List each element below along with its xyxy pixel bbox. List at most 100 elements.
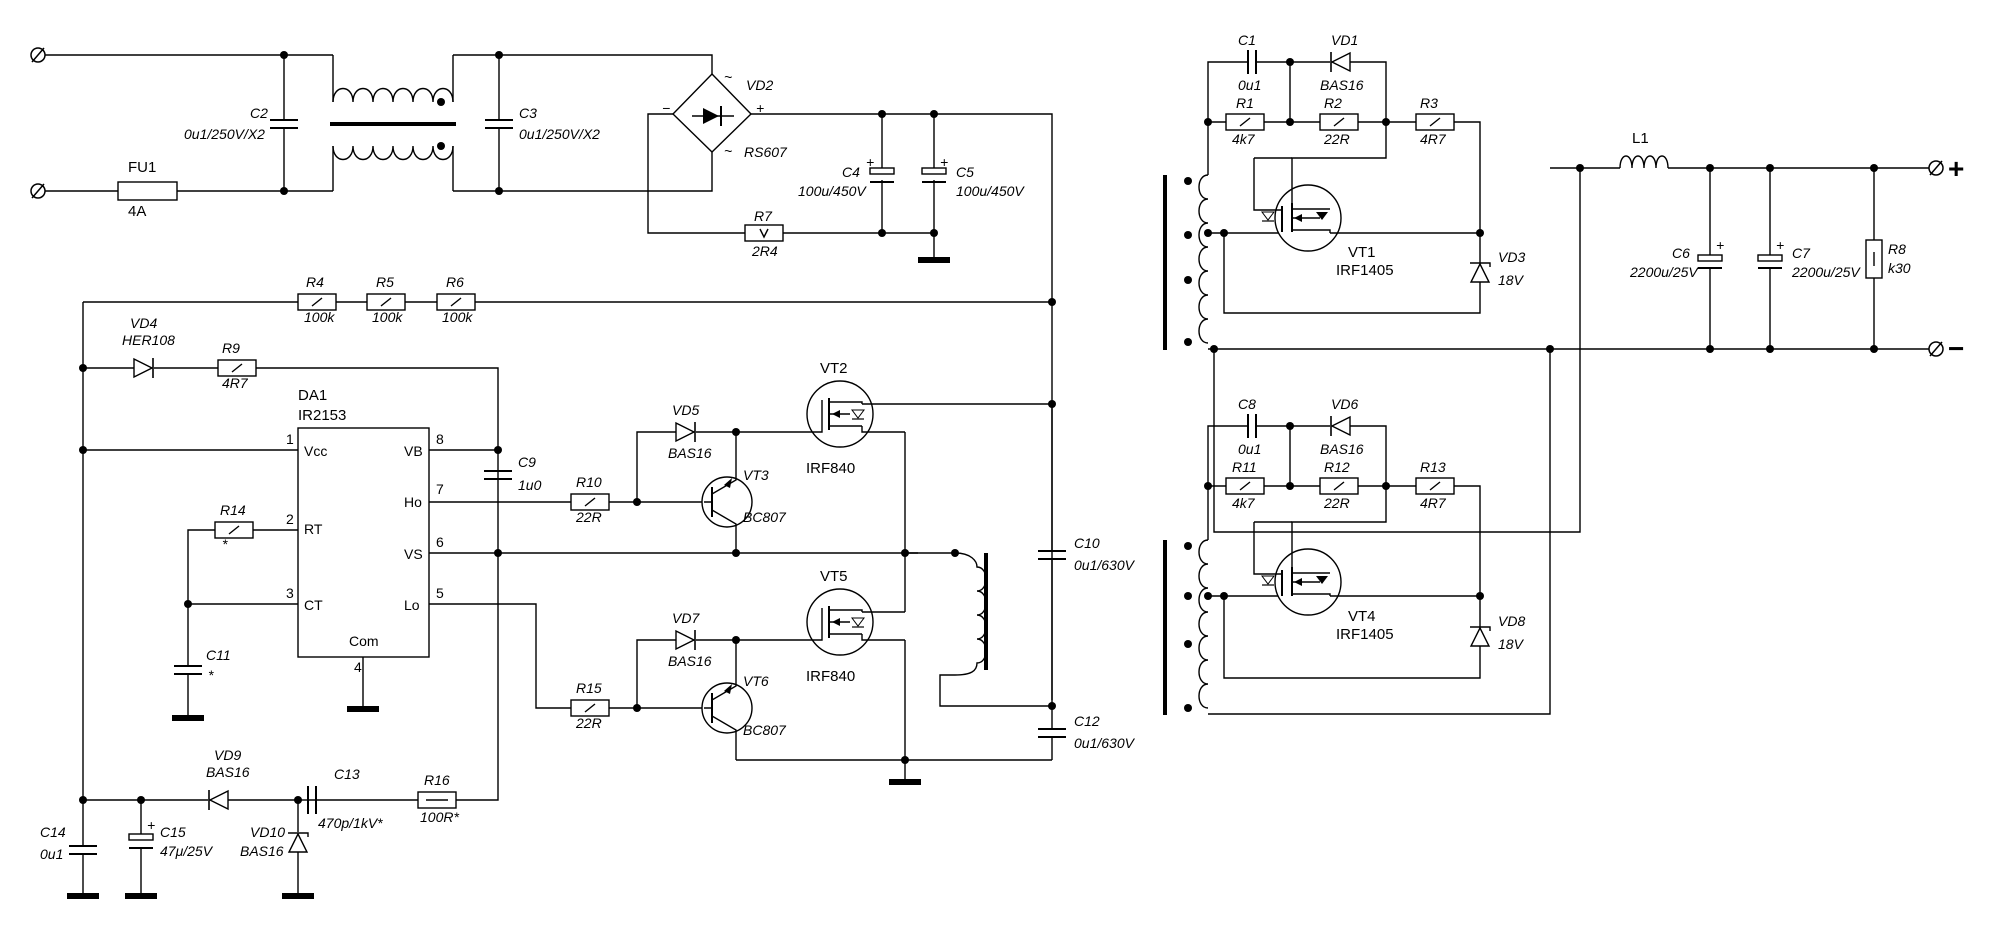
resistor-r1: R1 4k7: [1225, 95, 1265, 147]
c9-ref: C9: [518, 454, 536, 470]
diode-vd9: VD9 BAS16: [206, 747, 250, 811]
resistor-r5: R5 100k: [366, 274, 406, 325]
c2-ref: C2: [250, 105, 268, 121]
vt4-ref: VT4: [1348, 608, 1376, 625]
c12-value: 0u1/630V: [1074, 735, 1136, 751]
zener-vd8: VD8 18V: [1469, 613, 1525, 652]
r5-value: 100k: [372, 309, 403, 325]
c3-ref: C3: [519, 105, 537, 121]
resistor-r8: R8 k30: [1865, 164, 1911, 353]
r13-value: 4R7: [1420, 495, 1447, 511]
vd3-value: 18V: [1498, 272, 1525, 288]
fu1-ref: FU1: [128, 159, 156, 176]
pin-com-num: 4: [354, 659, 362, 675]
mosfet-vt2: VT2 IRF840: [806, 360, 1052, 477]
c4-ref: C4: [842, 164, 860, 180]
resistor-r4: R4 100k: [297, 274, 337, 325]
r8-ref: R8: [1888, 241, 1906, 257]
c4-plus: +: [866, 154, 874, 170]
vt5-ref: VT5: [820, 568, 848, 585]
pin-ct-name: CT: [304, 597, 323, 613]
c1-value: 0u1: [1238, 77, 1261, 93]
resistor-r16: R16 100R*: [417, 772, 459, 825]
pin-vcc-name: Vcc: [304, 443, 327, 459]
r6-value: 100k: [442, 309, 473, 325]
transformer-primary: [905, 549, 1052, 707]
vd7-value: BAS16: [668, 653, 712, 669]
resistor-r9: R9 4R7: [217, 340, 257, 391]
r8-value: k30: [1888, 260, 1911, 276]
r11-ref: R11: [1232, 459, 1257, 475]
c7-value: 2200u/25V: [1791, 264, 1861, 280]
transistor-vt3: VT3 BC807: [701, 432, 787, 553]
vd8-value: 18V: [1498, 636, 1525, 652]
resistor-r10: R10 22R: [570, 474, 610, 525]
vd9-value: BAS16: [206, 764, 250, 780]
r5-ref: R5: [376, 274, 394, 290]
c7-ref: C7: [1792, 245, 1811, 261]
c6-plus: +: [1716, 237, 1724, 253]
c9-value: 1u0: [518, 477, 542, 493]
capacitor-c10: C10 0u1/630V: [1038, 404, 1136, 706]
zener-vd3: VD3 18V: [1469, 249, 1525, 288]
capacitor-c12: C12 0u1/630V: [1038, 706, 1136, 760]
fu1-value: 4A: [128, 203, 146, 220]
resistor-r3: R3 4R7: [1415, 95, 1455, 147]
diode-vd5: VD5 BAS16: [668, 402, 712, 461]
resistor-r11: R11 4k7: [1225, 459, 1265, 511]
mosfet-vt5: VT5 IRF840: [806, 568, 905, 685]
capacitor-c7: + C7 2200u/25V: [1757, 164, 1861, 353]
capacitor-c15: + C15 47μ/25V: [128, 800, 214, 894]
capacitor-c13: C13 470p/1kV*: [298, 766, 383, 831]
pin-ho-num: 7: [436, 481, 444, 497]
resistor-r2: R2 22R: [1319, 95, 1359, 147]
pin-lo-name: Lo: [404, 597, 420, 613]
c15-ref: C15: [160, 824, 186, 840]
r12-ref: R12: [1324, 459, 1350, 475]
pin-rt-name: RT: [304, 521, 323, 537]
c10-ref: C10: [1074, 535, 1100, 551]
pin-rt-num: 2: [286, 511, 294, 527]
c3-value: 0u1/250V/X2: [519, 126, 600, 142]
c5-value: 100u/450V: [956, 183, 1025, 199]
vt5-value: IRF840: [806, 668, 855, 685]
capacitor-c1: C1 0u1: [1207, 32, 1291, 122]
secondary-winding-2: [1184, 539, 1209, 712]
vt3-ref: VT3: [743, 467, 769, 483]
vt3-value: BC807: [743, 509, 787, 525]
r15-value: 22R: [575, 715, 602, 731]
vt2-value: IRF840: [806, 460, 855, 477]
vd1-value: BAS16: [1320, 77, 1364, 93]
pin-vb-name: VB: [404, 443, 423, 459]
r3-value: 4R7: [1420, 131, 1447, 147]
vt1-value: IRF1405: [1336, 262, 1394, 279]
c1-ref: C1: [1238, 32, 1256, 48]
common-mode-choke: [330, 55, 456, 191]
vt2-ref: VT2: [820, 360, 848, 377]
capacitor-c5: + C5 100u/450V: [921, 110, 1025, 260]
r16-ref: R16: [424, 772, 450, 788]
resistor-r13: R13 4R7: [1415, 459, 1455, 511]
c6-value: 2200u/25V: [1629, 264, 1699, 280]
capacitor-c8: C8 0u1: [1207, 396, 1291, 486]
r4-value: 100k: [304, 309, 335, 325]
capacitor-c2: C2 0u1/250V/X2: [184, 51, 298, 195]
vd6-value: BAS16: [1320, 441, 1364, 457]
r1-value: 4k7: [1232, 131, 1256, 147]
vd2-value: RS607: [744, 144, 788, 160]
resistor-r14: R14 *: [214, 502, 254, 552]
vd4-ref: VD4: [130, 315, 157, 331]
bridge-ac-bottom: ~: [724, 143, 732, 159]
r10-ref: R10: [576, 474, 602, 490]
r10-value: 22R: [575, 509, 602, 525]
vd7-ref: VD7: [672, 610, 700, 626]
transistor-vt6: VT6 BC807: [701, 640, 787, 760]
pin-vs-num: 6: [436, 534, 444, 550]
r3-ref: R3: [1420, 95, 1438, 111]
bridge-ac-top: ~: [724, 69, 732, 85]
c5-plus: +: [940, 154, 948, 170]
r11-value: 4k7: [1232, 495, 1256, 511]
vt1-ref: VT1: [1348, 244, 1376, 261]
pin-vb-num: 8: [436, 431, 444, 447]
